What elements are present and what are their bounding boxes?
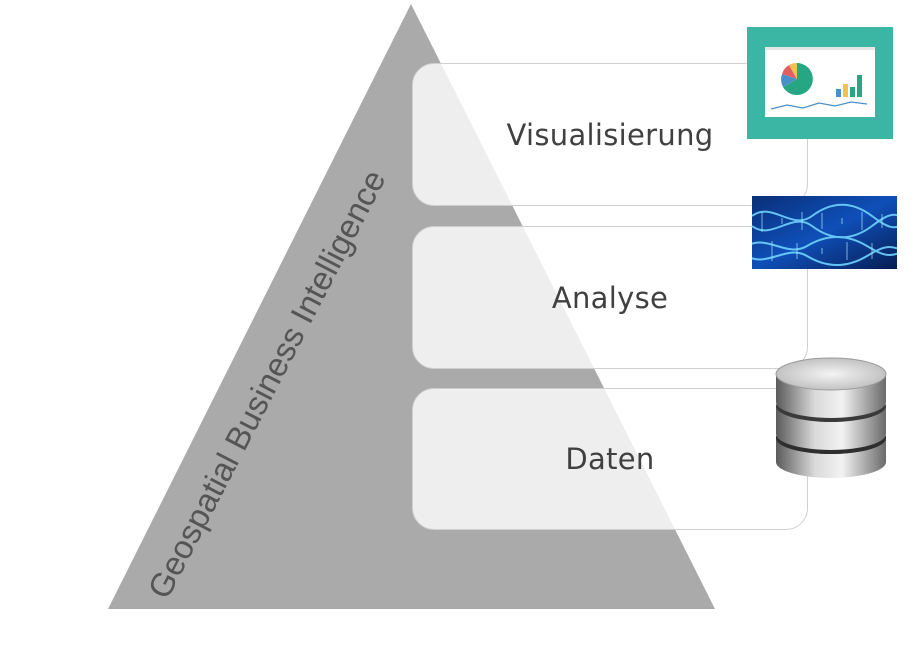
layer-label-analysis: Analyse <box>551 280 669 315</box>
layer-label-data: Daten <box>565 442 655 476</box>
layer-label-visualization: Visualisierung <box>506 117 714 152</box>
layer-card-data: Daten <box>412 388 808 530</box>
dashboard-chart-icon <box>747 27 893 139</box>
layer-card-analysis: Analyse <box>412 226 808 369</box>
database-cylinder-icon <box>775 357 887 478</box>
layer-card-visualization: Visualisierung <box>412 63 808 206</box>
dna-helix-image <box>752 196 897 269</box>
